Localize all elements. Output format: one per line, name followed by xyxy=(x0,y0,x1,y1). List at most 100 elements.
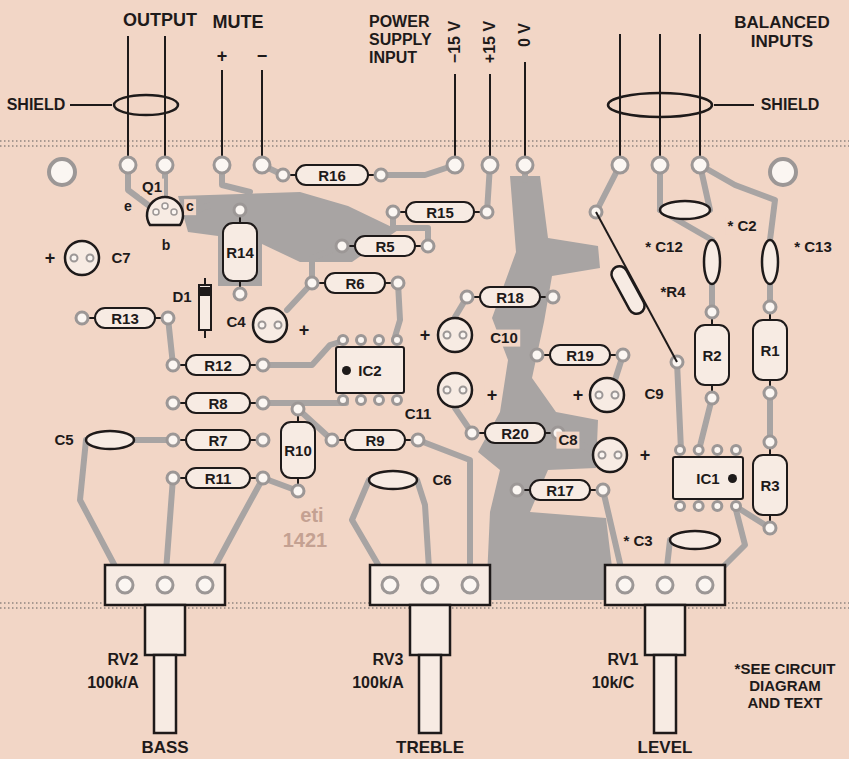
potentiometer-body xyxy=(105,565,225,605)
part-label: RV1 xyxy=(608,651,639,669)
pin1-dot xyxy=(728,474,737,483)
polarity-mark: + xyxy=(418,325,433,345)
potentiometer-shaft xyxy=(154,655,176,733)
potentiometer-pad xyxy=(117,577,133,593)
electrolytic-capacitor xyxy=(590,378,624,412)
cable-wire xyxy=(221,70,223,157)
solder-pads xyxy=(49,157,796,534)
resistor-body: R14 xyxy=(222,222,258,282)
resistor-body: R9 xyxy=(344,429,406,451)
potentiometer-bushing xyxy=(145,605,185,655)
shield-label: SHIELD xyxy=(7,96,66,114)
copper-trace xyxy=(394,283,400,340)
potentiometer-bushing xyxy=(645,605,685,655)
resistor-body: R12 xyxy=(185,354,251,376)
part-label: R15 xyxy=(426,205,454,220)
solder-pad xyxy=(764,387,776,399)
solder-pad xyxy=(375,169,387,181)
solder-pad xyxy=(292,485,304,497)
cable-wire xyxy=(489,74,491,157)
solder-pad xyxy=(447,157,463,173)
part-label: * C12 xyxy=(643,239,685,256)
polarity-mark: + xyxy=(638,445,653,465)
part-label: IC1 xyxy=(696,471,719,486)
potentiometer-body xyxy=(370,565,490,605)
resistor-body: R1 xyxy=(752,319,788,381)
part-label: R18 xyxy=(496,290,524,305)
leader-line xyxy=(714,104,754,106)
solder-pad xyxy=(326,434,338,446)
solder-pad xyxy=(76,312,88,324)
part-label: R6 xyxy=(345,276,364,291)
electrolytic-capacitor xyxy=(593,438,627,472)
potentiometer-body xyxy=(605,565,725,605)
part-label: R13 xyxy=(111,311,139,326)
copper-pours xyxy=(178,176,616,600)
solder-pad xyxy=(257,359,269,371)
solder-pad xyxy=(339,396,348,405)
resistor-body: R15 xyxy=(405,201,475,223)
note: *SEE CIRCUIT DIAGRAM AND TEXT xyxy=(733,661,837,711)
part-label: R17 xyxy=(546,483,574,498)
transistor-pad xyxy=(153,209,159,215)
leader-line xyxy=(70,104,112,106)
capacitor-pad xyxy=(87,255,94,262)
part-label: C11 xyxy=(403,406,434,423)
capacitor-pad xyxy=(275,322,282,329)
board-edges xyxy=(0,141,849,608)
solder-pad xyxy=(412,434,424,446)
diode-band xyxy=(199,287,211,296)
solder-pad xyxy=(393,396,402,405)
part-label: Q1 xyxy=(140,179,164,196)
potentiometer-pad xyxy=(617,577,633,593)
part-label: C9 xyxy=(642,386,665,403)
shield-sleeve xyxy=(114,95,178,115)
part-label: D1 xyxy=(170,289,193,306)
solder-pad xyxy=(694,446,703,455)
solder-pad xyxy=(393,336,402,345)
solder-pad xyxy=(482,157,498,173)
copper-trace xyxy=(700,165,775,240)
part-label: C8 xyxy=(556,432,579,449)
part-label: R9 xyxy=(365,433,384,448)
ceramic-capacitor xyxy=(369,471,417,489)
potentiometer-pad xyxy=(197,577,213,593)
supply-pin-label: +15 V xyxy=(481,21,499,63)
control-name: BASS xyxy=(141,738,188,757)
polarity-mark: − xyxy=(257,46,268,66)
shield-label: SHIELD xyxy=(761,96,820,114)
solder-pad xyxy=(461,291,473,303)
cable-wire xyxy=(261,70,263,157)
ceramic-capacitor xyxy=(660,201,710,219)
control-name: TREBLE xyxy=(396,738,464,757)
cable-wire xyxy=(524,62,526,157)
solder-pad xyxy=(676,502,685,511)
resistor-body: R8 xyxy=(185,392,251,414)
solder-pad xyxy=(254,157,270,173)
solder-pad xyxy=(692,157,708,173)
part-label: * C2 xyxy=(725,218,758,235)
solder-pad xyxy=(597,484,609,496)
potentiometer-pad xyxy=(657,577,673,593)
potentiometer-pad xyxy=(462,577,478,593)
part-label: C6 xyxy=(430,472,453,489)
capacitor-pad xyxy=(599,452,606,459)
solder-pad xyxy=(732,446,741,455)
capacitor-pad xyxy=(460,332,467,339)
transistor-outline xyxy=(147,197,183,225)
value-label: 100k/A xyxy=(87,674,139,692)
solder-pad xyxy=(167,397,179,409)
resistor-body: R10 xyxy=(280,421,316,479)
potentiometer-shaft xyxy=(654,655,676,733)
copper-trace xyxy=(263,400,346,403)
ic-package: IC2 xyxy=(335,346,405,394)
resistor-body: R7 xyxy=(185,429,251,451)
solder-pad xyxy=(706,306,718,318)
solder-pad xyxy=(517,157,533,173)
mounting-hole xyxy=(770,159,796,185)
electrolytic-capacitor xyxy=(253,308,287,342)
part-label: RV2 xyxy=(108,651,139,669)
copper-trace xyxy=(80,440,125,585)
